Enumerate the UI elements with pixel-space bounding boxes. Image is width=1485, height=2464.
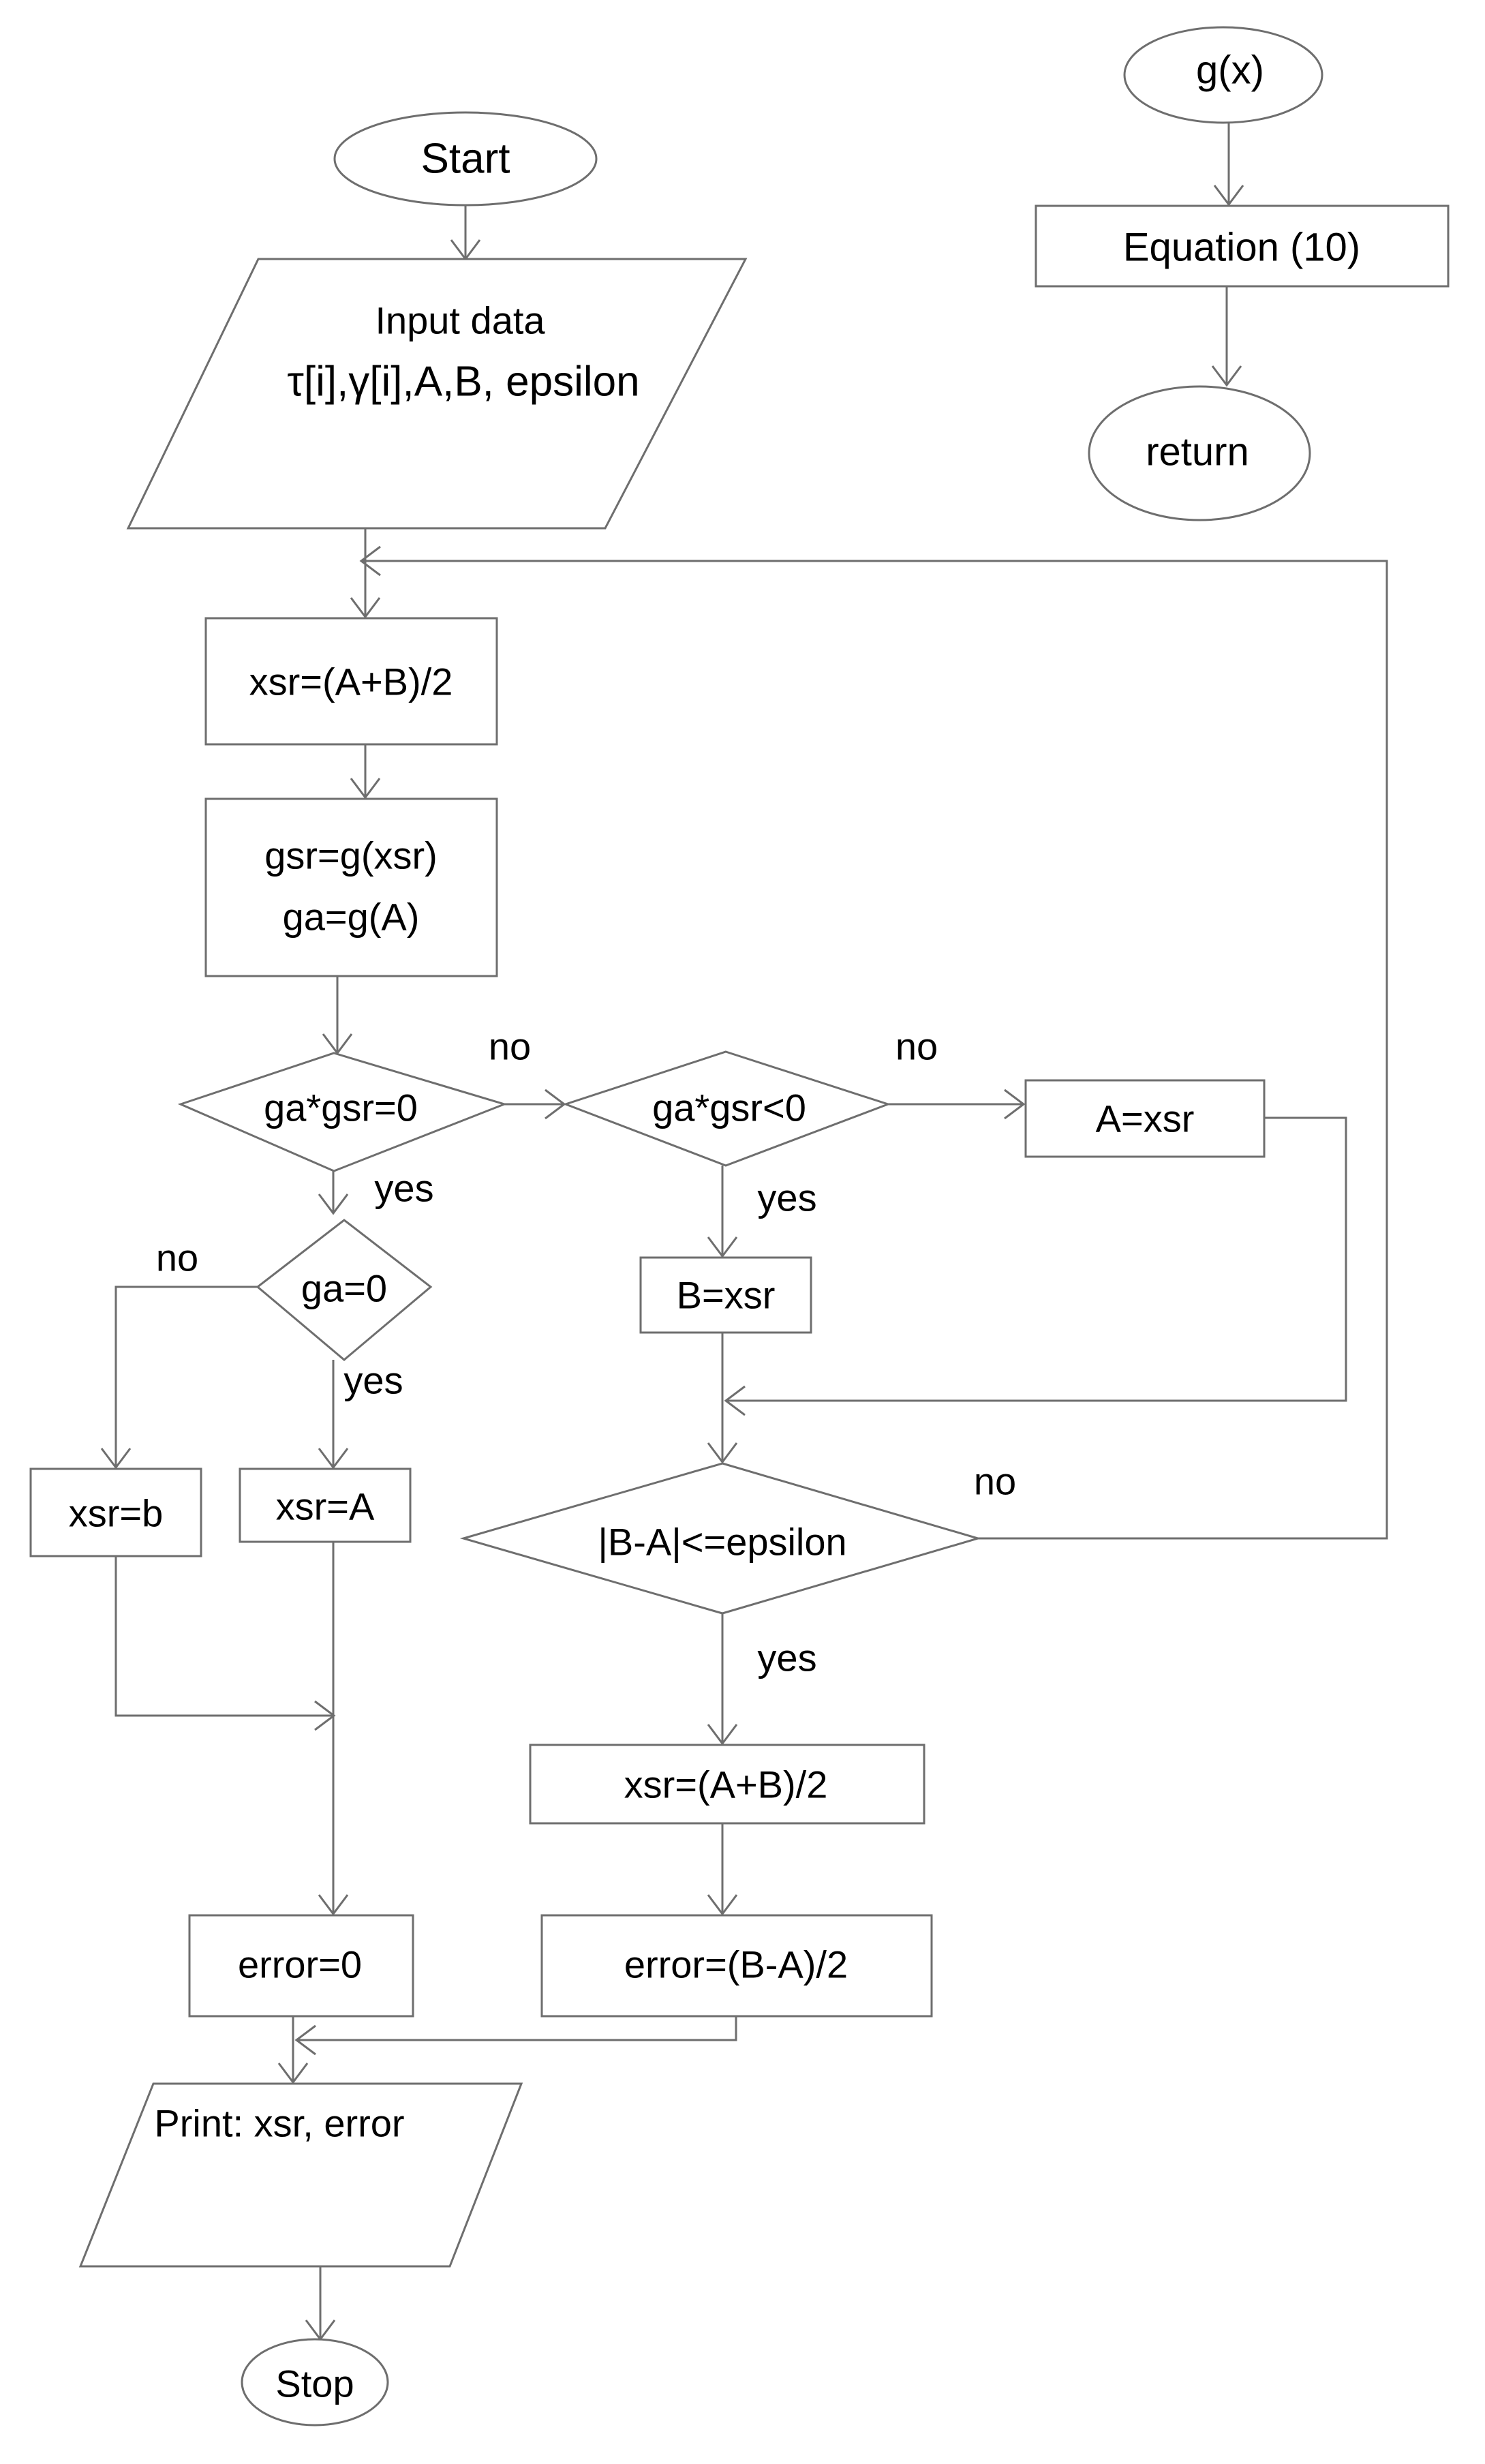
ga-label: ga=g(A) [283, 896, 420, 939]
arrowhead [1004, 1089, 1026, 1120]
b-assign-node: B=xsr [639, 1256, 812, 1334]
label-yes: yes [374, 1167, 433, 1210]
error-zero-label: error=0 [238, 1943, 362, 1986]
print-output-node: Print: xsr, error [78, 2082, 523, 2268]
label-yes: yes [757, 1176, 816, 1219]
gsr-label: gsr=g(xsr) [264, 834, 438, 877]
function-return-label: return [1146, 430, 1249, 474]
decision-product-zero-label: ga*gsr=0 [264, 1086, 418, 1129]
a-assign-merge-line [726, 1116, 1347, 1402]
arrowhead [1213, 185, 1244, 207]
decision-epsilon-label: |B-A|<=epsilon [598, 1521, 846, 1564]
xsr-a-label: xsr=A [276, 1485, 375, 1528]
xsr-b-node: xsr=b [29, 1467, 202, 1557]
xsr-final-label: xsr=(A+B)/2 [624, 1763, 828, 1806]
label-no: no [974, 1460, 1016, 1503]
connectors [100, 123, 1388, 2341]
decision-product-negative: ga*gsr<0 [562, 1050, 891, 1167]
input-data-node: Input data τ[i],γ[i],A,B, epsilon [126, 258, 748, 530]
function-start-node: g(x) [1123, 26, 1323, 124]
arrowhead [707, 1236, 738, 1258]
arrowhead [359, 545, 381, 577]
xsr-midpoint-label: xsr=(A+B)/2 [249, 660, 453, 703]
arrowhead [707, 1894, 738, 1916]
xsr-final-node: xsr=(A+B)/2 [529, 1744, 925, 1825]
arrowhead [100, 1448, 132, 1470]
arrowhead [294, 2024, 316, 2056]
decision-ga-zero-label: ga=0 [301, 1267, 387, 1310]
start-label: Start [421, 136, 510, 183]
arrowhead [350, 778, 381, 800]
function-body-label: Equation (10) [1123, 226, 1360, 270]
gsr-ga-node: gsr=g(xsr) ga=g(A) [204, 797, 498, 977]
arrowhead [318, 1448, 349, 1470]
decision-ga-zero: ga=0 [256, 1219, 433, 1361]
a-assign-node: A=xsr [1024, 1079, 1266, 1158]
arrowhead [277, 2063, 309, 2084]
arrowhead [707, 1442, 738, 1464]
function-body-node: Equation (10) [1035, 204, 1450, 288]
arrowhead [318, 1193, 349, 1215]
input-variables: τ[i],γ[i],A,B, epsilon [287, 359, 639, 406]
a-assign-label: A=xsr [1096, 1097, 1195, 1140]
decision-product-negative-label: ga*gsr<0 [652, 1086, 806, 1129]
xsr-midpoint-node: xsr=(A+B)/2 [204, 617, 498, 746]
b-assign-label: B=xsr [677, 1274, 776, 1317]
stop-node: Stop [241, 2338, 389, 2427]
arrowhead [318, 1894, 349, 1916]
decision-product-zero: ga*gsr=0 [177, 1052, 508, 1172]
arrowhead [350, 597, 381, 619]
label-yes: yes [343, 1359, 403, 1402]
error-half-label: error=(B-A)/2 [624, 1943, 848, 1986]
input-title: Input data [375, 299, 545, 342]
function-return-node: return [1088, 385, 1311, 521]
xsr-b-merge-line [114, 1556, 334, 1717]
error-half-merge-line [296, 2016, 737, 2041]
xsr-a-node: xsr=A [239, 1467, 412, 1543]
stop-label: Stop [275, 2362, 354, 2405]
label-no: no [156, 1236, 198, 1279]
arrowhead [1211, 365, 1242, 387]
branch-labels: no no yes yes no yes no yes [156, 1025, 1016, 1679]
error-zero-node: error=0 [188, 1914, 414, 2018]
label-no: no [489, 1025, 531, 1068]
function-name: g(x) [1196, 48, 1264, 93]
loop-back-line [361, 560, 1388, 1540]
arrow-no-to-xsr-b [114, 1286, 258, 1467]
label-yes: yes [757, 1637, 816, 1679]
arrowhead [707, 1724, 738, 1746]
decision-epsilon: |B-A|<=epsilon [459, 1462, 982, 1615]
arrowhead [724, 1385, 746, 1416]
xsr-b-label: xsr=b [69, 1492, 164, 1535]
label-no: no [895, 1025, 938, 1068]
start-node: Start [333, 111, 598, 207]
error-half-node: error=(B-A)/2 [540, 1914, 933, 2018]
print-label: Print: xsr, error [154, 2102, 404, 2145]
